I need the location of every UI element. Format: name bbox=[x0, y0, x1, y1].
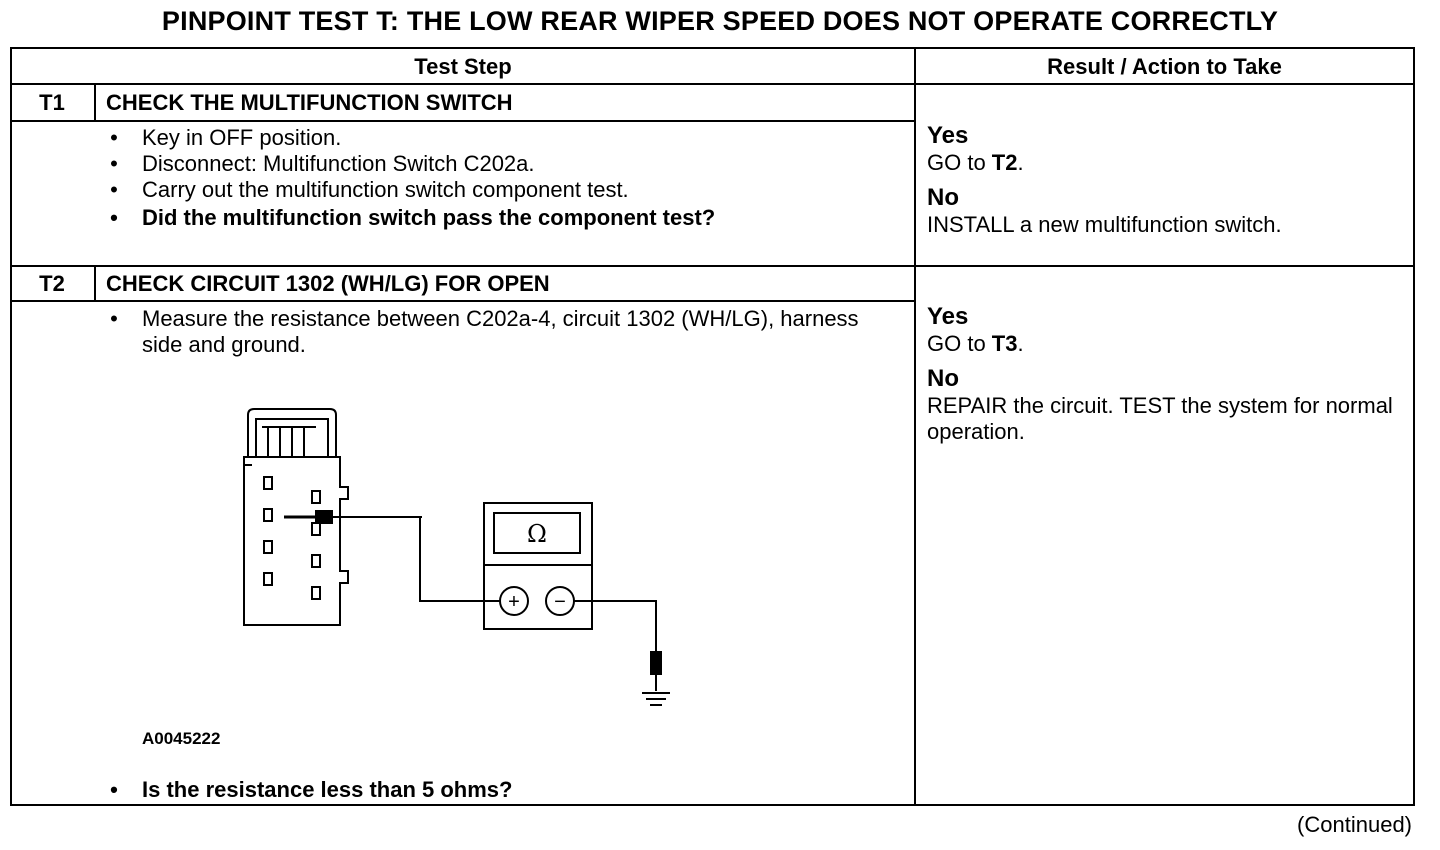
list-item: •Is the resistance less than 5 ohms? bbox=[110, 777, 513, 802]
yes-action: GO to T3. bbox=[927, 331, 1024, 356]
list-item: •Key in OFF position. bbox=[110, 125, 342, 150]
minus-symbol: − bbox=[554, 591, 566, 613]
yes-action: GO to T2. bbox=[927, 150, 1024, 175]
step-id-t2: T2 bbox=[39, 271, 65, 296]
no-action: REPAIR the circuit. TEST the system for … bbox=[927, 393, 1393, 444]
step-bullets-t1: •Key in OFF position. •Disconnect: Multi… bbox=[104, 125, 904, 231]
connector-meter-diagram: Ω + − bbox=[243, 408, 670, 706]
step-heading-t1: CHECK THE MULTIFUNCTION SWITCH bbox=[106, 90, 513, 115]
connector-body bbox=[243, 456, 349, 626]
ohm-symbol: Ω bbox=[527, 520, 547, 548]
positive-lead bbox=[419, 516, 500, 602]
list-item: •Did the multifunction switch pass the c… bbox=[110, 205, 716, 230]
continued-note: (Continued) bbox=[1297, 812, 1412, 837]
step-bullets-t2a: •Measure the resistance between C202a-4,… bbox=[104, 306, 904, 358]
no-label: No bbox=[927, 365, 959, 392]
result-t2: Yes GO to T3. No REPAIR the circuit. TES… bbox=[927, 303, 1407, 445]
probe-tip bbox=[284, 510, 422, 524]
test-step-header: Test Step bbox=[414, 54, 512, 79]
list-item: •Carry out the multifunction switch comp… bbox=[110, 177, 629, 202]
pinpoint-test-table: Test Step Result / Action to Take T1 CHE… bbox=[10, 47, 1415, 806]
list-item: •Disconnect: Multifunction Switch C202a. bbox=[110, 151, 535, 176]
step-bullets-t2b: •Is the resistance less than 5 ohms? bbox=[104, 777, 904, 803]
page-title: PINPOINT TEST T: THE LOW REAR WIPER SPEE… bbox=[161, 6, 1279, 36]
step-id-t1: T1 bbox=[39, 90, 65, 115]
result-header: Result / Action to Take bbox=[1047, 54, 1282, 79]
yes-label: Yes bbox=[927, 122, 969, 149]
yes-label: Yes bbox=[927, 303, 969, 330]
negative-lead bbox=[574, 600, 657, 651]
connector-latch bbox=[247, 408, 337, 457]
list-item: •Measure the resistance between C202a-4,… bbox=[110, 306, 859, 357]
result-t1: Yes GO to T2. No INSTALL a new multifunc… bbox=[927, 122, 1407, 238]
no-action: INSTALL a new multifunction switch. bbox=[927, 212, 1282, 237]
step-heading-t2: CHECK CIRCUIT 1302 (WH/LG) FOR OPEN bbox=[106, 271, 550, 296]
plus-symbol: + bbox=[508, 591, 520, 613]
no-label: No bbox=[927, 184, 959, 211]
figure-id: A0045222 bbox=[142, 729, 221, 748]
ground-probe bbox=[650, 651, 662, 675]
